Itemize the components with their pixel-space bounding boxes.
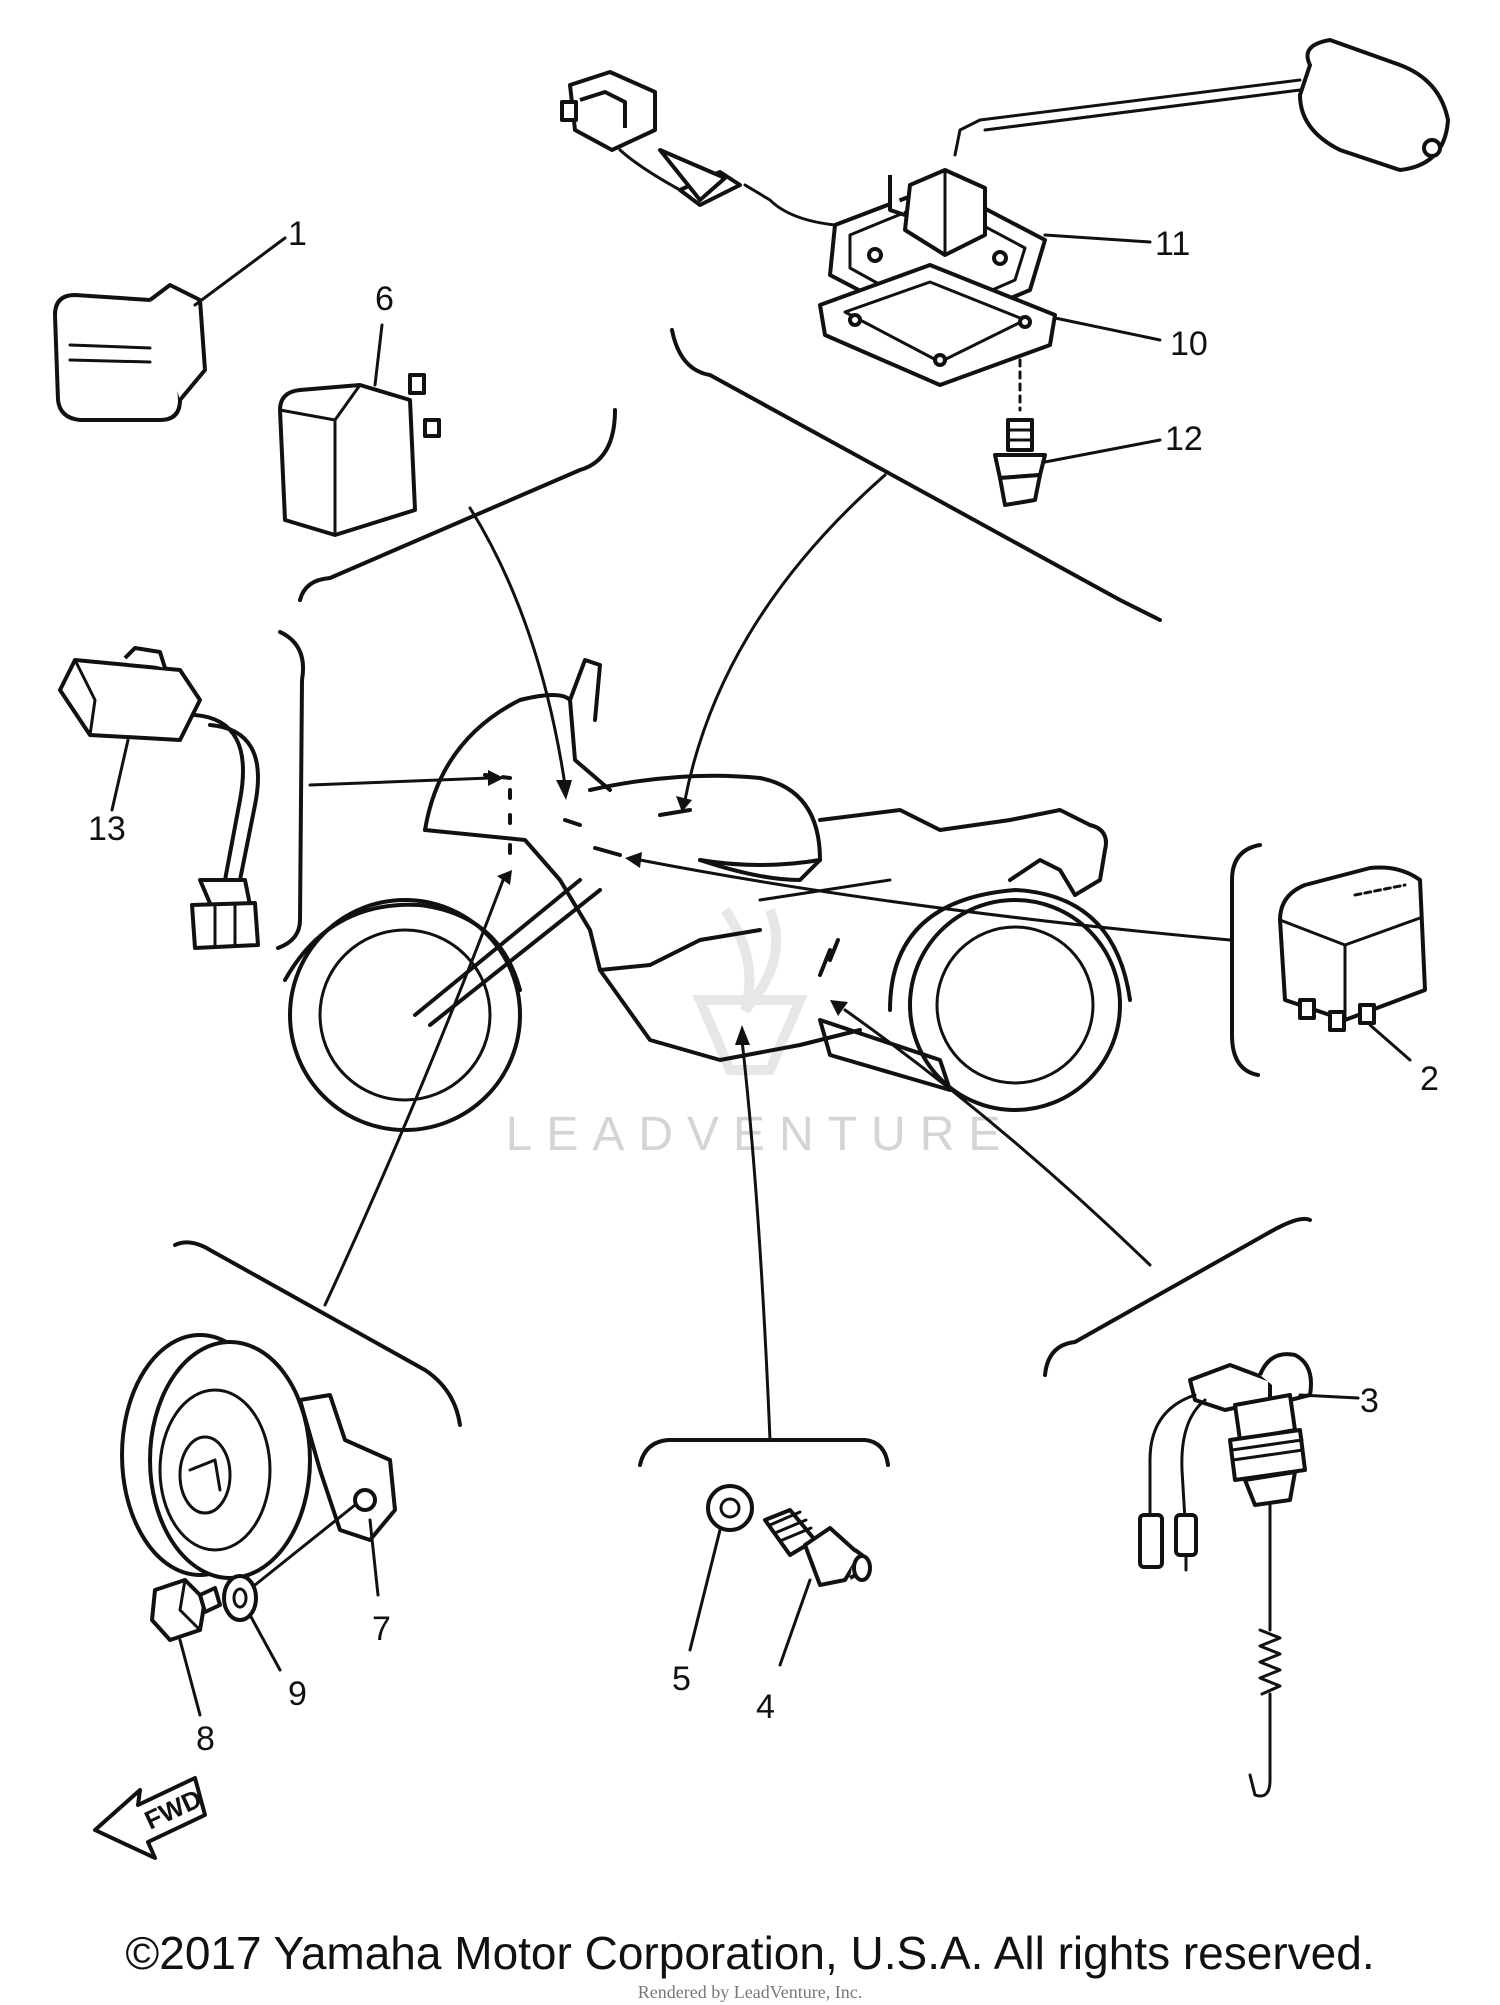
- callout-1: 1: [288, 215, 307, 253]
- part-2-relay: [1278, 865, 1427, 1062]
- callout-labels: 1 2 3 4 5 6 7 8 9 10 11 12 13: [88, 215, 1439, 1758]
- callout-12: 12: [1165, 420, 1203, 458]
- part-1-relay: [53, 236, 287, 422]
- callout-6: 6: [375, 280, 394, 318]
- leader-11: [1043, 233, 1152, 244]
- callout-4: 4: [756, 1688, 775, 1726]
- callout-11: 11: [1155, 225, 1190, 263]
- watermark-logo-icon: [692, 907, 808, 1075]
- part-12-screw: [993, 358, 1162, 507]
- part-9-washer: [222, 1503, 357, 1672]
- part-13-coupler: [58, 646, 260, 950]
- leader-10: [1053, 316, 1162, 342]
- fwd-direction-arrow: FWD: [93, 1776, 207, 1860]
- callout-10: 10: [1170, 325, 1208, 363]
- callout-5: 5: [672, 1660, 691, 1698]
- part-10-gasket: [818, 263, 1057, 387]
- leader-lines: [308, 473, 1232, 1442]
- part-7-horn: [120, 1333, 397, 1597]
- copyright-notice: ©2017 Yamaha Motor Corporation, U.S.A. A…: [125, 1927, 1375, 1979]
- part-4-switch: [763, 1508, 872, 1667]
- part-5-gasket: [688, 1484, 754, 1652]
- callout-7: 7: [372, 1610, 391, 1648]
- watermark-text: LEADVENTURE: [506, 1108, 1015, 1161]
- motorcycle-outline: [283, 658, 1132, 1132]
- part-3-stop-switch: [1138, 1352, 1360, 1798]
- part-11-fuel-sender: [560, 38, 1450, 332]
- part-6-flasher-relay: [278, 323, 441, 537]
- rendered-by-note: Rendered by LeadVenture, Inc.: [637, 1982, 863, 2002]
- callout-8: 8: [196, 1720, 215, 1758]
- callout-2: 2: [1420, 1060, 1439, 1098]
- callout-9: 9: [288, 1675, 307, 1713]
- part-8-bolt: [150, 1578, 222, 1717]
- callout-3: 3: [1360, 1382, 1379, 1420]
- callout-13: 13: [88, 810, 126, 848]
- group-brackets: [173, 328, 1312, 1467]
